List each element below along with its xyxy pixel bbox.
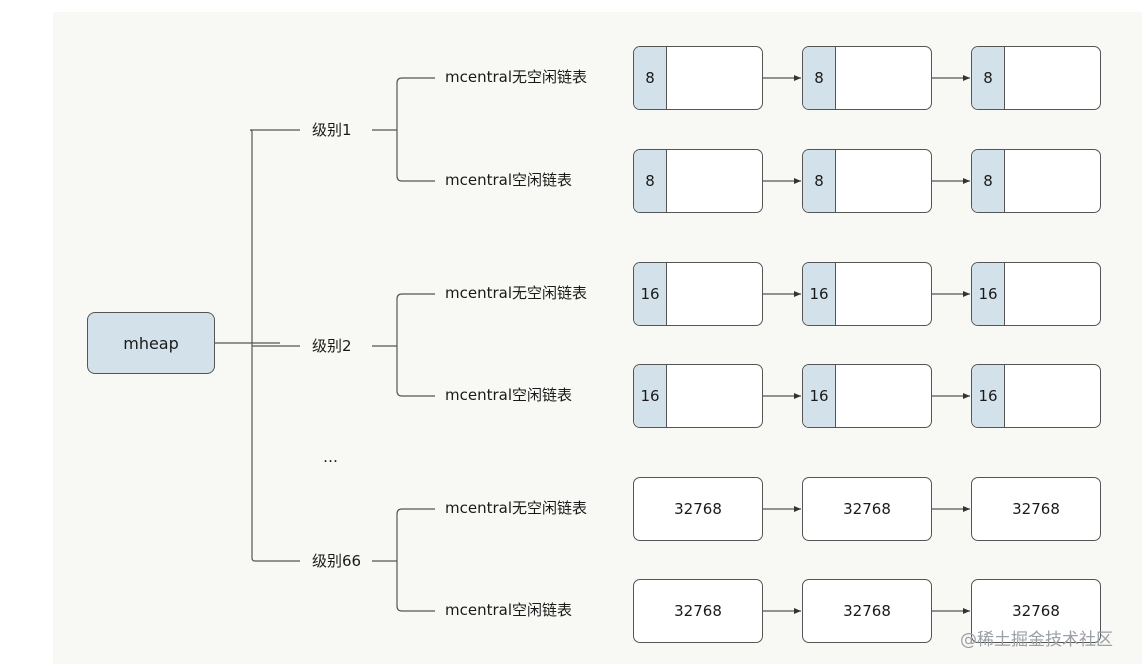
span-node: 8 <box>633 149 763 213</box>
span-size-cell: 16 <box>634 263 667 325</box>
span-size-label: 32768 <box>1012 500 1060 518</box>
list-bracket <box>396 508 435 612</box>
span-size-cell: 16 <box>634 365 667 427</box>
span-node: 16 <box>633 262 763 326</box>
span-size-cell: 8 <box>634 47 667 109</box>
span-node: 16 <box>633 364 763 428</box>
span-node: 32768 <box>633 477 763 541</box>
span-size-cell: 16 <box>972 365 1005 427</box>
mcentral-list-label: mcentral无空闲链表 <box>445 499 588 517</box>
span-size-cell: 16 <box>803 365 836 427</box>
list-bracket <box>396 293 435 397</box>
mcentral-list-label: mcentral空闲链表 <box>445 601 573 619</box>
mheap-label: mheap <box>123 333 179 353</box>
span-size-label: 32768 <box>843 500 891 518</box>
mcentral-list-label: mcentral空闲链表 <box>445 386 573 404</box>
span-size-cell: 8 <box>634 150 667 212</box>
watermark: @稀土掘金技术社区 <box>960 630 1113 650</box>
span-node: 16 <box>802 262 932 326</box>
level-label: 级别2 <box>312 337 352 355</box>
span-node: 32768 <box>971 579 1101 643</box>
mcentral-list-label: mcentral无空闲链表 <box>445 284 588 302</box>
span-node: 32768 <box>802 579 932 643</box>
span-node: 8 <box>971 46 1101 110</box>
span-size-label: 32768 <box>674 602 722 620</box>
span-size-cell: 8 <box>803 47 836 109</box>
mcentral-list-label: mcentral无空闲链表 <box>445 68 588 86</box>
span-node: 16 <box>971 262 1101 326</box>
span-node: 32768 <box>633 579 763 643</box>
span-node: 8 <box>802 46 932 110</box>
span-node: 16 <box>971 364 1101 428</box>
span-node: 8 <box>633 46 763 110</box>
span-node: 16 <box>802 364 932 428</box>
span-node: 32768 <box>802 477 932 541</box>
span-node: 8 <box>971 149 1101 213</box>
list-bracket <box>396 77 435 182</box>
span-size-cell: 8 <box>803 150 836 212</box>
span-size-cell: 16 <box>803 263 836 325</box>
span-node: 8 <box>802 149 932 213</box>
mcentral-list-label: mcentral空闲链表 <box>445 171 573 189</box>
span-size-cell: 8 <box>972 150 1005 212</box>
level-trunk <box>249 129 300 562</box>
span-size-label: 32768 <box>674 500 722 518</box>
diagram-panel <box>53 12 1142 664</box>
mheap-node: mheap <box>87 312 215 374</box>
span-size-cell: 16 <box>972 263 1005 325</box>
span-size-cell: 8 <box>972 47 1005 109</box>
levels-ellipsis: … <box>323 448 338 466</box>
level-label: 级别66 <box>312 552 362 570</box>
level-label: 级别1 <box>312 121 352 139</box>
span-size-label: 32768 <box>1012 602 1060 620</box>
span-size-label: 32768 <box>843 602 891 620</box>
span-node: 32768 <box>971 477 1101 541</box>
